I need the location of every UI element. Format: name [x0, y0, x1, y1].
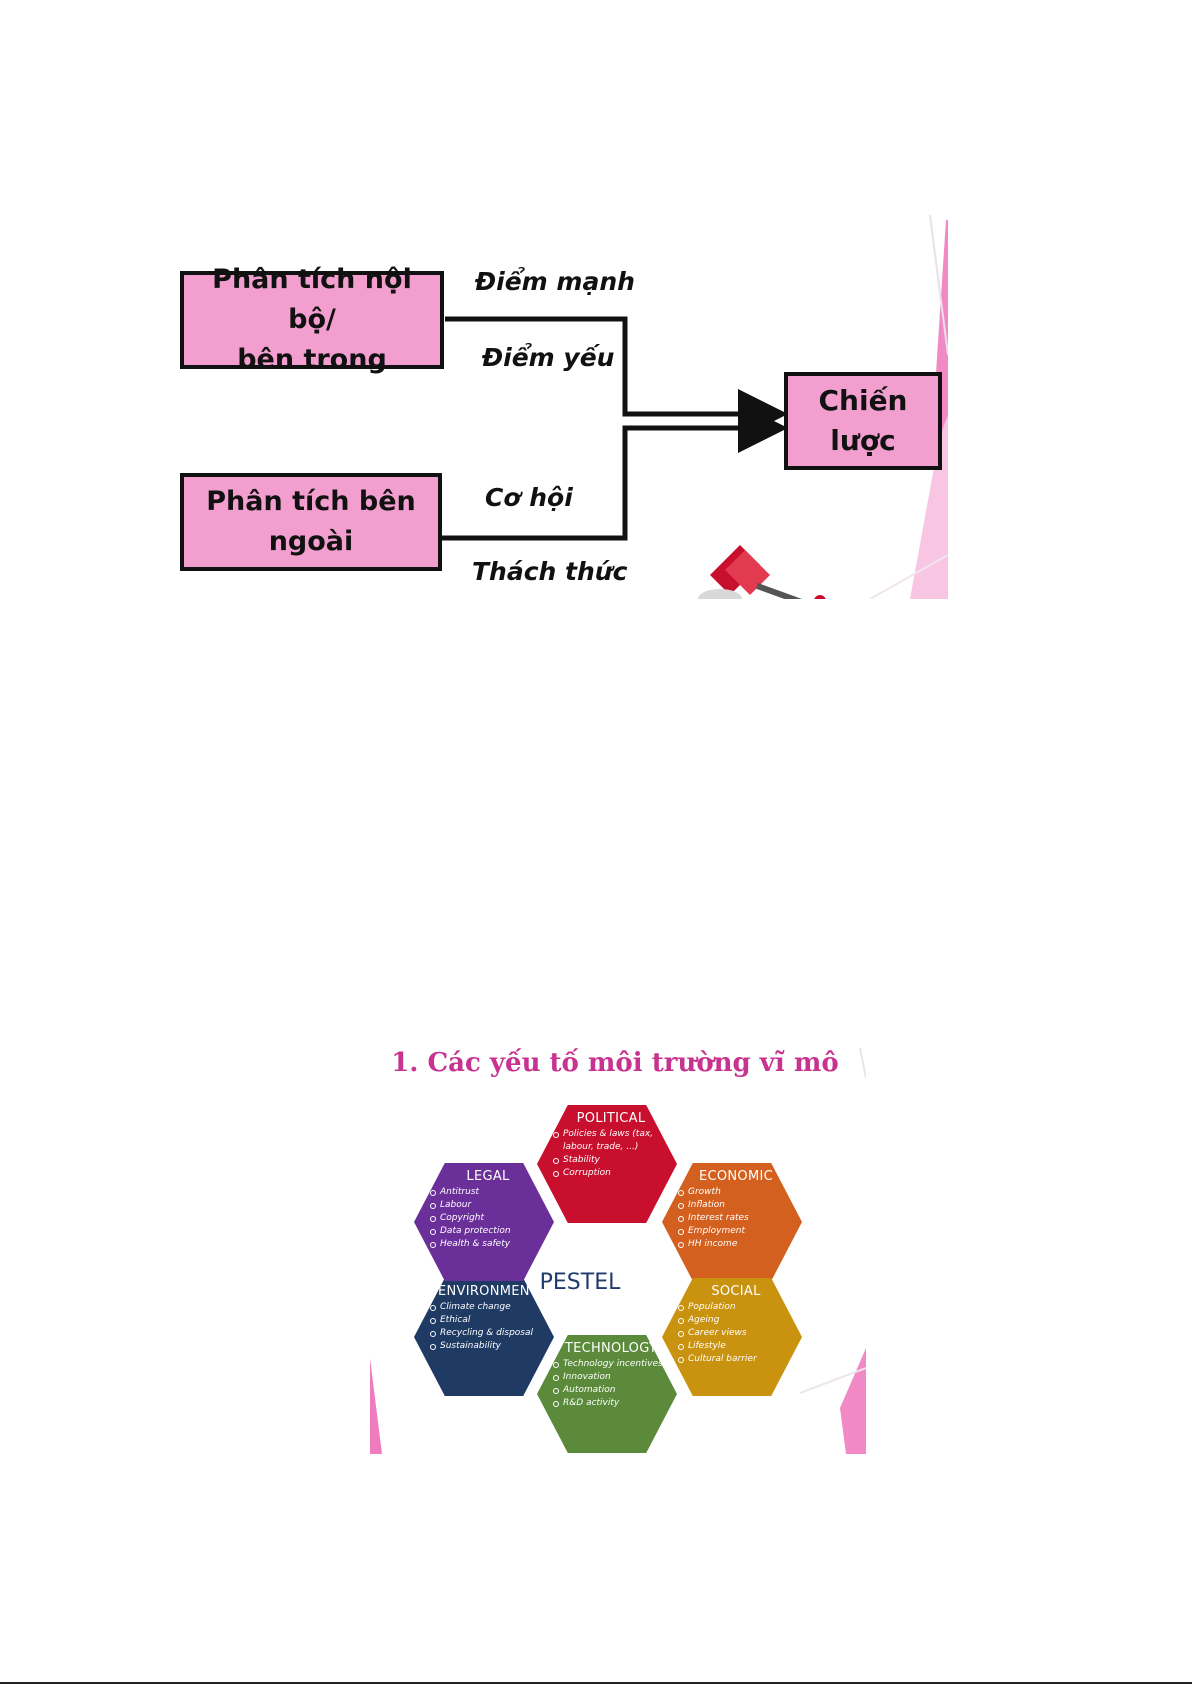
external-analysis-box: Phân tích bên ngoài [180, 473, 442, 571]
factor-title: ECONOMIC [698, 1169, 773, 1184]
internal-analysis-box: Phân tích nội bộ/ bên trong [180, 264, 444, 375]
factor-item: Health & safety [428, 1238, 548, 1251]
legal-factor: LEGAL Antitrust Labour Copyright Data pr… [414, 1163, 554, 1281]
factor-item: Labour [428, 1199, 548, 1212]
internal-connector [445, 316, 788, 439]
factor-item: Technology incentives [551, 1358, 671, 1371]
factor-item: Ethical [428, 1314, 548, 1327]
factor-title: POLITICAL [576, 1111, 646, 1126]
factor-item: Corruption [551, 1167, 671, 1180]
factor-item: Antitrust [428, 1186, 548, 1199]
strategy-box: Chiến lược [784, 372, 942, 470]
factor-item: Recycling & disposal [428, 1327, 548, 1340]
threat-label: Thách thức [472, 557, 628, 586]
environment-factor: ENVIRONMENT Climate change Ethical Recyc… [414, 1278, 554, 1396]
flow-connectors [442, 316, 788, 541]
factor-item: Employment [676, 1225, 796, 1238]
strength-label: Điểm mạnh [475, 267, 635, 296]
factor-title: TECHNOLOGY [564, 1341, 658, 1356]
factor-item: Sustainability [428, 1340, 548, 1353]
factor-title: ENVIRONMENT [437, 1284, 539, 1299]
slide-decoration [370, 1048, 866, 1454]
factor-item: Ageing [676, 1314, 796, 1327]
factor-title: LEGAL [466, 1169, 510, 1184]
pestel-figure: 1. Các yếu tố môi trường vĩ mô POLITICAL… [370, 1048, 866, 1454]
factor-item: HH income [676, 1238, 796, 1251]
factor-item: Inflation [676, 1199, 796, 1212]
factor-item: Career views [676, 1327, 796, 1340]
swot-strategy-figure: Phân tích nội bộ/ bên trong Phân tích bê… [170, 215, 948, 599]
opportunity-label: Cơ hội [485, 483, 573, 512]
factor-item: Cultural barrier [676, 1353, 796, 1366]
factor-item: Data protection [428, 1225, 548, 1238]
factor-item: Policies & laws (tax, labour, trade, ...… [551, 1128, 671, 1154]
page-bottom-rule [0, 1682, 1192, 1684]
factor-item: Lifestyle [676, 1340, 796, 1353]
dart-illustration [698, 545, 826, 599]
technology-factor: TECHNOLOGY Technology incentives Innovat… [537, 1335, 677, 1453]
factor-item: Innovation [551, 1371, 671, 1384]
weakness-label: Điểm yếu [482, 343, 615, 372]
factor-title: SOCIAL [711, 1284, 761, 1299]
factor-item: Copyright [428, 1212, 548, 1225]
pestel-title: 1. Các yếu tố môi trường vĩ mô [391, 1048, 839, 1078]
factor-item: Stability [551, 1154, 671, 1167]
factor-item: Automation [551, 1384, 671, 1397]
factor-item: Growth [676, 1186, 796, 1199]
factor-item: Climate change [428, 1301, 548, 1314]
factor-item: R&D activity [551, 1397, 671, 1410]
economic-factor: ECONOMIC Growth Inflation Interest rates… [662, 1163, 802, 1281]
factor-item: Population [676, 1301, 796, 1314]
political-factor: POLITICAL Policies & laws (tax, labour, … [537, 1105, 677, 1223]
pestel-center-label: PESTEL [539, 1270, 621, 1295]
factor-item: Interest rates [676, 1212, 796, 1225]
social-factor: SOCIAL Population Ageing Career views Li… [662, 1278, 802, 1396]
external-connector [442, 403, 788, 541]
